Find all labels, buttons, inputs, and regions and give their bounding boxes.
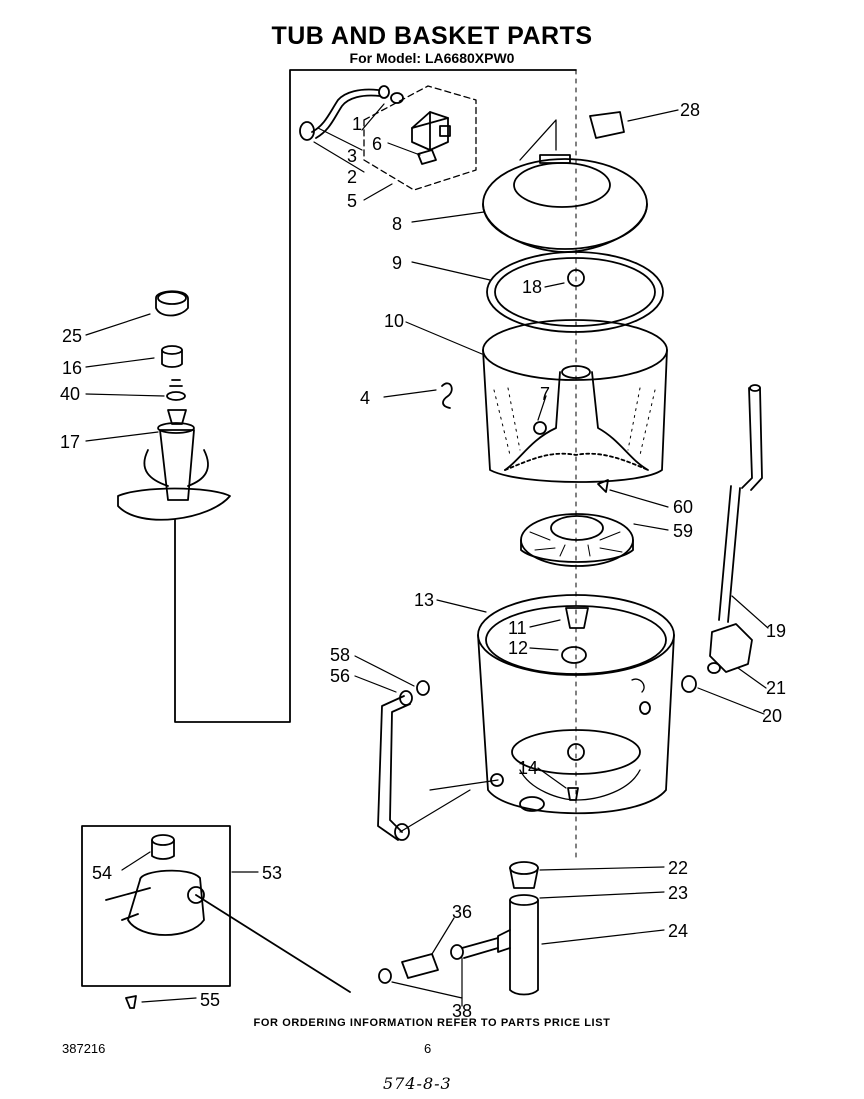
callout-2: 2 xyxy=(347,167,357,187)
part-4-clip xyxy=(441,382,453,409)
callout-40: 40 xyxy=(60,384,80,404)
callout-4: 4 xyxy=(360,388,370,408)
page-title: TUB AND BASKET PARTS xyxy=(271,22,593,50)
callout-1: 1 xyxy=(352,114,362,134)
callout-53: 53 xyxy=(262,863,282,883)
ordering-note: FOR ORDERING INFORMATION REFER TO PARTS … xyxy=(253,1017,611,1029)
part-56-hose xyxy=(377,680,430,841)
gasket-ring xyxy=(486,251,664,333)
callout-7: 7 xyxy=(540,384,550,404)
callout-38: 38 xyxy=(452,1001,472,1021)
callout-13: 13 xyxy=(414,590,434,610)
pump-assembly xyxy=(81,825,351,1009)
callout-60: 60 xyxy=(673,497,693,517)
callout-11: 11 xyxy=(508,618,527,638)
callout-54: 54 xyxy=(92,863,112,883)
part-60-pin xyxy=(597,479,609,493)
part-36-hose xyxy=(378,944,464,984)
callout-14: 14 xyxy=(518,758,538,778)
frame-line xyxy=(174,69,577,723)
callout-24: 24 xyxy=(668,921,688,941)
part-20-washer xyxy=(681,675,697,693)
spin-basket xyxy=(482,319,668,483)
callout-23: 23 xyxy=(668,883,688,903)
callout-17: 17 xyxy=(60,432,80,452)
callout-12: 12 xyxy=(508,638,528,658)
callout-25: 25 xyxy=(62,326,82,346)
part-28-bracket xyxy=(589,111,625,139)
callout-10: 10 xyxy=(384,311,404,331)
callout-28: 28 xyxy=(680,100,700,120)
document-number: 387216 xyxy=(62,1041,106,1056)
callout-18: 18 xyxy=(522,277,542,297)
callout-22: 22 xyxy=(668,858,688,878)
callout-36: 36 xyxy=(452,902,472,922)
callout-5: 5 xyxy=(347,191,357,211)
part-21-valve xyxy=(709,623,753,673)
callout-21: 21 xyxy=(766,678,786,698)
part-59-plate xyxy=(520,513,634,567)
model-subtitle: For Model: LA6680XPW0 xyxy=(349,50,515,66)
outer-tub xyxy=(477,594,675,815)
callout-6: 6 xyxy=(372,134,382,154)
drain-pipe xyxy=(461,861,539,996)
callout-3: 3 xyxy=(347,146,357,166)
callout-19: 19 xyxy=(766,621,786,641)
page-number: 6 xyxy=(424,1041,432,1056)
callout-16: 16 xyxy=(62,358,82,378)
tub-ring xyxy=(482,119,648,253)
handwritten-code: 574-8-3 xyxy=(383,1074,452,1093)
agitator-assembly xyxy=(117,290,231,521)
part-14-bolt xyxy=(567,787,579,801)
part-12-bearing xyxy=(561,646,587,664)
callout-20: 20 xyxy=(762,706,782,726)
part-19-hose xyxy=(718,384,763,623)
callout-55: 55 xyxy=(200,990,220,1010)
callout-56: 56 xyxy=(330,666,350,686)
callout-9: 9 xyxy=(392,253,402,273)
callout-8: 8 xyxy=(392,214,402,234)
part-11-seal xyxy=(565,607,589,629)
dispenser-assembly xyxy=(299,85,477,191)
callout-59: 59 xyxy=(673,521,693,541)
callout-58: 58 xyxy=(330,645,350,665)
